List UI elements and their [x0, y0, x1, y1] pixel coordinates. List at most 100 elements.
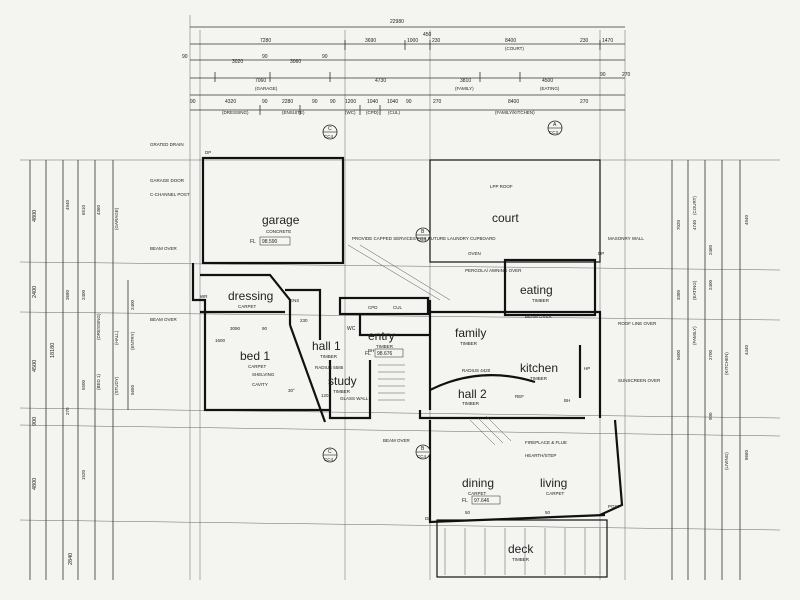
room-deck-finish: TIMBER: [512, 557, 530, 562]
handwritten-note: LPP ROOF: [490, 184, 513, 189]
dim-230a: 230: [432, 38, 441, 44]
label-ens: ENS: [290, 298, 299, 303]
left-dimension-labels: 4800 2400 4500 900 4800 18180 4940 6510 …: [32, 199, 135, 565]
top-dimension-labels: 22980 7280 3690 1000 450 230 8400 230 14…: [182, 19, 631, 115]
dim-1200: 1200: [345, 99, 356, 105]
dim-left-2400: 2400: [32, 286, 38, 298]
label-bh-entry: BH: [368, 348, 374, 353]
room-living-finish: CARPET: [546, 491, 565, 496]
section-a-sheet: CC3: [549, 130, 558, 135]
dim-r3-90c: 90: [312, 99, 318, 105]
dim-total: 22980: [390, 19, 404, 25]
note-30deg: 30°: [288, 388, 295, 393]
note-fireplace: FIREPLACE & FLUE: [525, 440, 567, 445]
section-c-sheet-bottom: CC4: [324, 457, 333, 462]
note-grated-drain: GRATED DRAIN: [150, 142, 184, 147]
label-ref: REF: [515, 394, 524, 399]
section-c-letter-top: C: [328, 126, 332, 132]
note-radius-hall1: RADIUS 5585: [315, 365, 344, 370]
note-sunscreen: SUNSCREEN OVER: [618, 378, 661, 383]
room-entry-finish: TIMBER: [376, 344, 394, 349]
dim-r3-90d: 90: [330, 99, 336, 105]
dim-eating-label: (EATING): [540, 86, 560, 91]
dim-right-5: 5600: [676, 349, 681, 360]
dim-left-inner-11: (BED 1): [96, 373, 101, 390]
label-wc: WC: [347, 326, 356, 332]
room-bed1: bed 1: [240, 349, 270, 363]
left-dimension-lines: [29, 160, 129, 580]
section-marker-c-bottom: C CC4: [322, 447, 338, 463]
label-wr: WR: [200, 294, 208, 299]
dim-wc-label: (WC): [345, 110, 356, 115]
room-eating: eating: [520, 283, 553, 297]
dim-3810: 3810: [460, 78, 471, 84]
dim-1470: 1470: [602, 38, 613, 44]
note-50-b: 50: [545, 510, 551, 515]
room-eating-finish: TIMBER: [532, 298, 550, 303]
note-120: 120: [321, 393, 329, 398]
room-court: court: [492, 211, 519, 225]
top-dimension-lines: [190, 26, 625, 115]
note-post: POST: [608, 504, 621, 509]
room-kitchen: kitchen: [520, 361, 558, 375]
dim-left-inner-10: 5500: [81, 379, 86, 390]
dim-r3-90e: 90: [406, 99, 412, 105]
room-dining-finish: CARPET: [468, 491, 487, 496]
room-entry-fl-prefix: FL: [365, 351, 371, 357]
dim-court-label: (COURT): [505, 46, 524, 51]
dim-right-0: 7020: [676, 219, 681, 230]
grid-lines: [19, 15, 781, 580]
dim-230b: 230: [580, 38, 589, 44]
label-bh-kitchen: BH: [564, 398, 570, 403]
annotation-notes: GRATED DRAIN GARAGE DOOR C-CHANNEL POST …: [150, 142, 661, 515]
dim-right-label-family: (FAMILY): [692, 326, 697, 345]
dim-left-inner-2: 4360: [96, 204, 101, 215]
dim-right-9: 900: [708, 412, 713, 420]
note-oven: OVEN: [468, 251, 481, 256]
room-study: study: [328, 374, 357, 388]
note-90: 90: [262, 326, 268, 331]
dim-r3-90: 90: [190, 99, 196, 105]
dim-left-900: 900: [32, 417, 38, 426]
room-study-finish: TIMBER: [333, 389, 351, 394]
dim-r3-270b: 270: [580, 99, 589, 105]
dim-4500: 4500: [542, 78, 553, 84]
dim-family-label: (FAMILY): [455, 86, 474, 91]
dim-left-4500: 4500: [32, 360, 38, 372]
note-beam-over-hall: BEAM OVER: [383, 438, 411, 443]
room-entry-fl: 98.676: [377, 351, 393, 357]
note-beam-over-family: BEAM OVER: [525, 314, 553, 319]
right-dimension-lines: [671, 160, 741, 580]
section-c-letter-bottom: C: [328, 449, 332, 455]
room-hall1-finish: TIMBER: [320, 354, 338, 359]
dim-r2-90c: 90: [322, 54, 328, 60]
note-cavity: CAVITY: [252, 382, 268, 387]
room-family: family: [455, 326, 486, 340]
room-dining-fl-prefix: FL: [462, 498, 468, 504]
label-cpd: CPD: [368, 305, 378, 310]
note-1600: 1600: [215, 338, 226, 343]
label-hp: HP: [584, 366, 590, 371]
note-beam-over-garage: BEAM OVER: [150, 246, 178, 251]
dim-left-inner-4: (DRESSING): [96, 313, 101, 340]
dim-left-inner-14: 2400: [130, 299, 135, 310]
dim-1040a: 1040: [367, 99, 378, 105]
dim-dressing-label: (DRESSING): [222, 110, 249, 115]
dim-right-label-kitchen: (KITCHEN): [724, 352, 729, 375]
court-outline: [429, 159, 601, 263]
dim-3690: 3690: [365, 38, 376, 44]
note-50-a: 50: [465, 510, 471, 515]
label-dp-dining: DP: [425, 516, 431, 521]
right-dimension-labels: 7020 4740 2400 3380 2460 5600 4440 8660 …: [676, 196, 749, 470]
dim-right-1: 4740: [692, 219, 697, 230]
section-b-letter-bottom: B: [421, 446, 425, 452]
note-garage-door: GARAGE DOOR: [150, 178, 185, 183]
room-dining-fl: 97.646: [474, 498, 490, 504]
dim-r2-270: 270: [622, 72, 631, 78]
room-dressing-finish: CARPET: [238, 304, 257, 309]
room-dining: dining: [462, 476, 494, 490]
dim-right-label-living: (LIVING): [724, 452, 729, 470]
dim-left-inner-12: (STUDY): [114, 376, 119, 395]
section-b-letter-top: B: [421, 229, 425, 235]
note-radius-hall2: RADIUS 4420: [462, 368, 491, 373]
